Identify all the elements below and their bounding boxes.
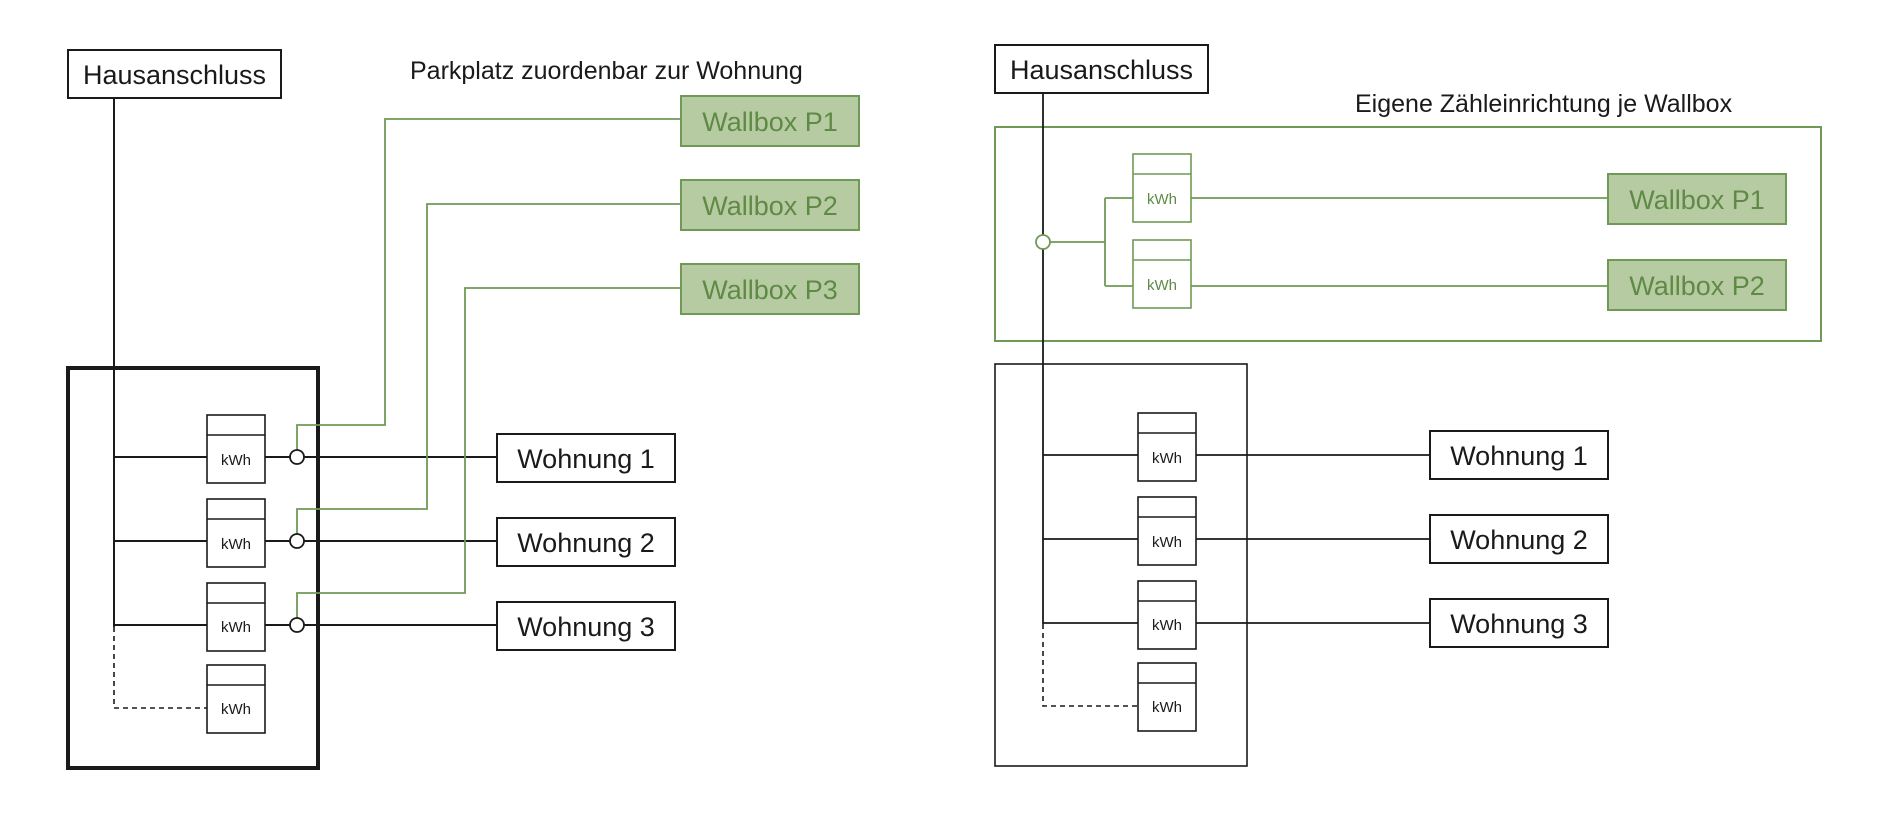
- meter-label: kWh: [1152, 617, 1182, 634]
- apartment-label: Wohnung 3: [517, 612, 655, 642]
- right-wallbox-p1: Wallbox P1: [1607, 173, 1787, 225]
- right-meter-cabinet: [994, 363, 1248, 767]
- meter-label: kWh: [221, 452, 251, 469]
- right-apartment-1: Wohnung 1: [1429, 430, 1609, 480]
- meter-label: kWh: [1152, 534, 1182, 551]
- left-wallbox-p2: Wallbox P2: [680, 179, 860, 231]
- left-meter-1: kWh: [206, 414, 266, 484]
- right-wallbox-meter-1: kWh: [1132, 153, 1192, 223]
- apartment-label: Wohnung 1: [1450, 441, 1588, 471]
- meter-label: kWh: [1152, 450, 1182, 467]
- wallbox-label: Wallbox P2: [1629, 271, 1765, 301]
- right-wallbox-meter-enclosure: [994, 126, 1822, 342]
- right-reserve-line: [1042, 624, 1138, 707]
- right-apartment-2: Wohnung 2: [1429, 514, 1609, 564]
- right-wallbox-meter-2: kWh: [1132, 239, 1192, 309]
- apartment-label: Wohnung 2: [1450, 525, 1588, 555]
- right-wallbox-p2: Wallbox P2: [1607, 259, 1787, 311]
- left-diagram: kWh kWh kWh kWh Hausanschluss Parkplatz …: [66, 49, 860, 770]
- right-apartment-3: Wohnung 3: [1429, 598, 1609, 648]
- left-junction-2: [289, 533, 305, 549]
- house-connection-label: Hausanschluss: [83, 60, 266, 90]
- right-meter-3: kWh: [1137, 580, 1197, 650]
- right-meter-4: kWh: [1137, 662, 1197, 732]
- right-diagram: kWh kWh kWh kWh kWh kWh: [994, 44, 1822, 767]
- meter-label: kWh: [221, 536, 251, 553]
- left-apartment-1: Wohnung 1: [496, 433, 676, 483]
- left-junction-3: [289, 617, 305, 633]
- right-title: Eigene Zähleinrichtung je Wallbox: [1355, 90, 1733, 118]
- left-apartment-2: Wohnung 2: [496, 517, 676, 567]
- meter-label: kWh: [1152, 699, 1182, 716]
- meter-label: kWh: [1147, 277, 1177, 294]
- right-meter-2: kWh: [1137, 496, 1197, 566]
- house-connection-label: Hausanschluss: [1010, 55, 1193, 85]
- wallbox-label: Wallbox P3: [702, 275, 838, 305]
- apartment-label: Wohnung 2: [517, 528, 655, 558]
- meter-label: kWh: [221, 701, 251, 718]
- meter-label: kWh: [221, 619, 251, 636]
- wallbox-label: Wallbox P1: [1629, 185, 1765, 215]
- left-title: Parkplatz zuordenbar zur Wohnung: [410, 57, 803, 85]
- left-junction-1: [289, 449, 305, 465]
- left-reserve-line: [113, 627, 207, 709]
- left-meter-4: kWh: [206, 664, 266, 734]
- left-meter-cabinet: [66, 366, 320, 770]
- left-apartment-3: Wohnung 3: [496, 601, 676, 651]
- left-meter-3: kWh: [206, 582, 266, 652]
- left-house-connection: Hausanschluss: [67, 49, 282, 99]
- wallbox-label: Wallbox P2: [702, 191, 838, 221]
- left-wallbox-p1: Wallbox P1: [680, 95, 860, 147]
- right-junction: [1035, 234, 1051, 250]
- wallbox-label: Wallbox P1: [702, 107, 838, 137]
- left-wallbox-p3: Wallbox P3: [680, 263, 860, 315]
- meter-label: kWh: [1147, 191, 1177, 208]
- right-house-connection: Hausanschluss: [994, 44, 1209, 94]
- apartment-label: Wohnung 1: [517, 444, 655, 474]
- left-meter-2: kWh: [206, 498, 266, 568]
- right-meter-1: kWh: [1137, 412, 1197, 482]
- apartment-label: Wohnung 3: [1450, 609, 1588, 639]
